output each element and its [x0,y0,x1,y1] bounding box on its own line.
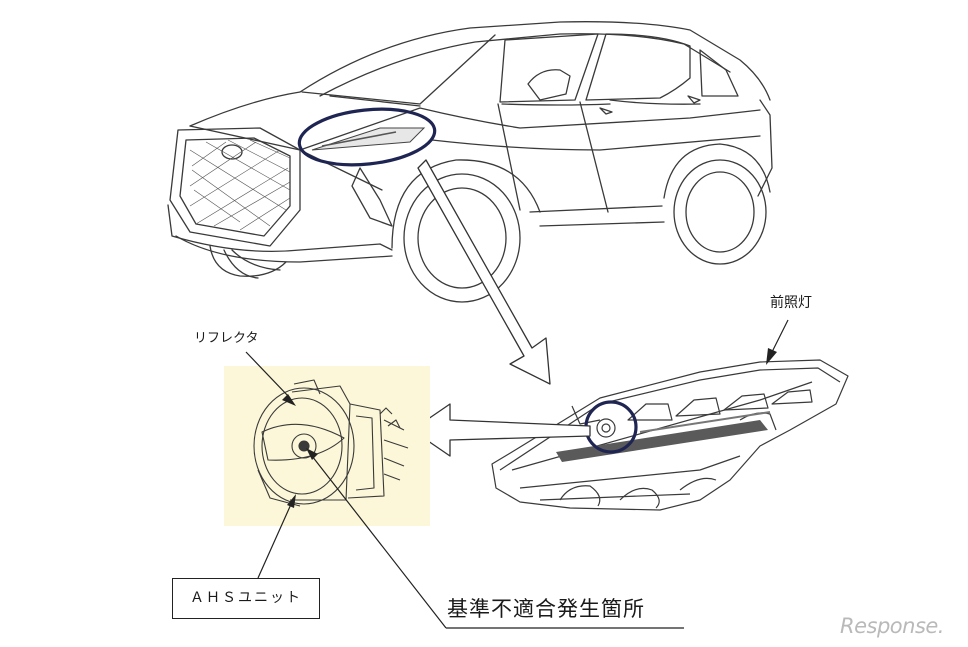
ahs-leader-arrowhead [287,494,296,508]
defect-leader-arrowhead [306,448,318,460]
headlamp-highlight-ellipse [297,107,437,167]
reflector-leader-line [245,351,291,399]
inset-panel [224,366,430,526]
headlamp-label: 前照灯 [770,295,812,311]
ahs-unit-drawing [253,379,409,507]
hollow-arrow-icon [417,159,551,385]
defect-leader-line [311,455,684,629]
reflector-label: リフレクタ [194,331,259,346]
vehicle-headlamp [311,127,426,151]
grille-mesh [189,139,291,231]
ahs-unit-label: ＡＨＳユニット [190,590,302,606]
vehicle-drawing [167,21,773,303]
headlamp-leader-arrowhead [766,348,777,365]
ahs-leader-line [257,501,293,579]
ahs-unit-label-box [172,578,320,619]
defect-location-label: 基準不適合発生箇所 [447,597,645,621]
hollow-arrow-icon [411,403,591,457]
response-watermark: Response. [840,614,944,638]
headlamp-leader-line [771,319,789,353]
reflector-leader-arrowhead [282,394,296,406]
